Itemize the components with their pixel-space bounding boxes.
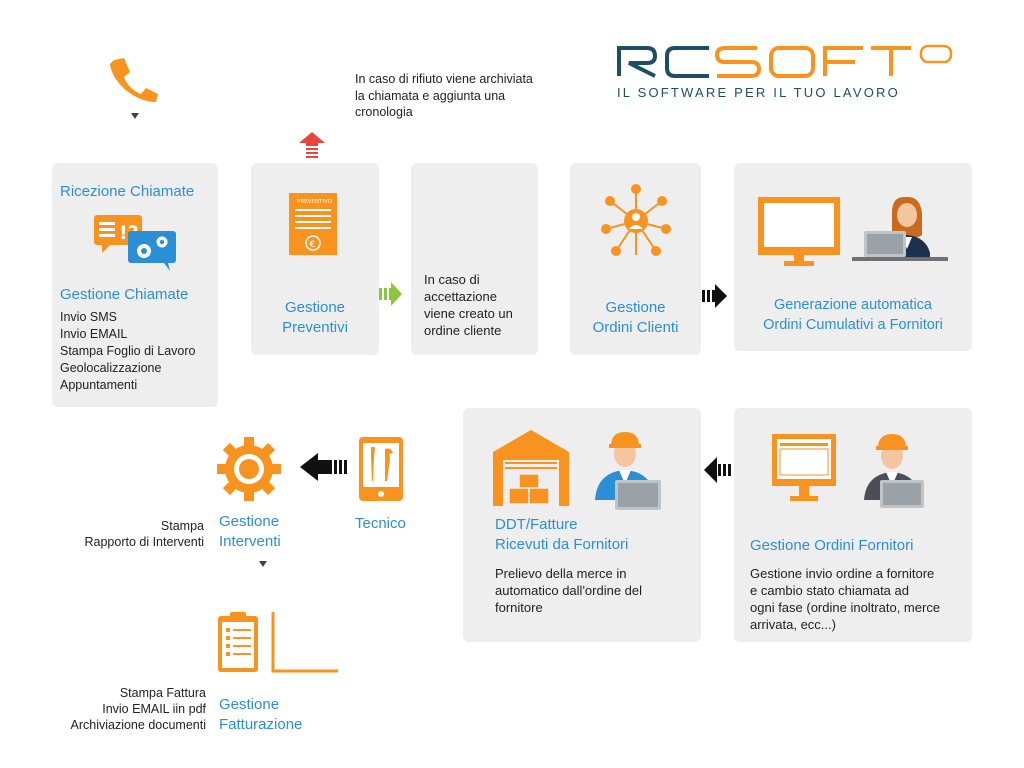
clipboard-checklist-icon: [218, 612, 258, 672]
cumulativi-box: Generazione automatica Ordini Cumulativi…: [734, 163, 972, 351]
ddt-label: DDT/Fatture Ricevuti da Fornitori: [495, 516, 629, 553]
note-rifiuto: In caso di rifiuto viene archiviata la c…: [355, 71, 575, 121]
down-arrow-small-icon: [259, 561, 267, 567]
preventivo-document-icon: PREVENTIVO €: [289, 193, 337, 255]
worker-laptop-icon: [595, 432, 661, 510]
phone-icon: [110, 58, 158, 102]
corner-line-decoration: [271, 612, 338, 673]
list-item: Appuntamenti: [60, 378, 138, 392]
tecnico-label: Tecnico: [355, 515, 406, 532]
chiamate-box: Ricezione Chiamate !? Gestione Chiamate …: [52, 163, 218, 407]
ordini-fornitori-label: Gestione Ordini Fornitori: [750, 537, 914, 554]
network-person-icon: [601, 184, 671, 256]
red-up-arrow-icon: [299, 132, 325, 158]
black-right-arrow-icon: [702, 284, 727, 308]
logo-tagline: IL SOFTWARE PER IL TUO LAVORO: [617, 85, 900, 100]
ordini-clienti-label: Gestione Ordini Clienti: [592, 299, 679, 336]
ddt-box: DDT/Fatture Ricevuti da Fornitori Prelie…: [463, 408, 701, 642]
list-item: Stampa Foglio di Lavoro: [60, 344, 196, 358]
black-left-arrow-icon: [300, 453, 347, 481]
list-item: Geolocalizzazione: [60, 361, 162, 375]
chat-gear-icon: !?: [94, 215, 176, 271]
ordini-clienti-box: Gestione Ordini Clienti: [570, 163, 701, 355]
browser-monitor-icon: [772, 434, 836, 501]
warehouse-icon: [493, 430, 569, 506]
fatturazione-label: Gestione Fatturazione: [219, 696, 303, 733]
smartphone-tools-icon: [359, 437, 403, 501]
gestione-chiamate-title: Gestione Chiamate: [60, 286, 189, 303]
preventivi-label: Gestione Preventivi: [282, 299, 348, 336]
interventi-side-text: Stampa Rapporto di Interventi: [84, 519, 204, 549]
black-left-arrow-icon: [704, 457, 731, 483]
note-line: la chiamata e aggiunta una: [355, 88, 506, 103]
note-line: In caso di rifiuto viene archiviata: [355, 72, 533, 86]
chiamate-list: Invio SMS Invio EMAIL Stampa Foglio di L…: [60, 309, 196, 394]
list-item: Invio EMAIL: [60, 327, 128, 341]
cumulativi-label: Generazione automatica Ordini Cumulativi…: [763, 297, 943, 333]
worker-laptop-icon: [864, 434, 924, 508]
gear-icon: [217, 437, 281, 501]
green-right-arrow-icon: [379, 282, 402, 306]
preventivi-box: PREVENTIVO € Gestione Preventivi: [251, 163, 379, 355]
rcsoft-logo: IL SOFTWARE PER IL TUO LAVORO: [617, 42, 957, 102]
fatturazione-side-text: Stampa Fattura Invio EMAIL iin pdf Archi…: [70, 686, 207, 732]
note-line: cronologia: [355, 105, 413, 119]
monitor-icon: [758, 197, 840, 266]
accettazione-box: In caso di accettazione viene creato un …: [411, 163, 538, 355]
ddt-text: Prelievo della merce in automatico dall'…: [495, 566, 643, 615]
ricezione-chiamate-title: Ricezione Chiamate: [60, 183, 195, 200]
accettazione-text: In caso di accettazione viene creato un …: [424, 272, 513, 338]
ordini-fornitori-text: Gestione invio ordine a fornitore e camb…: [750, 566, 941, 632]
list-item: Invio SMS: [60, 310, 117, 324]
down-arrow-small-icon: [131, 113, 139, 119]
ordini-fornitori-box: Gestione Ordini Fornitori Gestione invio…: [734, 408, 972, 642]
svg-text:€: €: [310, 240, 316, 250]
document-header-text: PREVENTIVO: [297, 199, 333, 205]
interventi-label: Gestione Interventi: [219, 513, 281, 550]
logo-wordmark: [617, 44, 953, 78]
woman-laptop-icon: [852, 197, 948, 261]
